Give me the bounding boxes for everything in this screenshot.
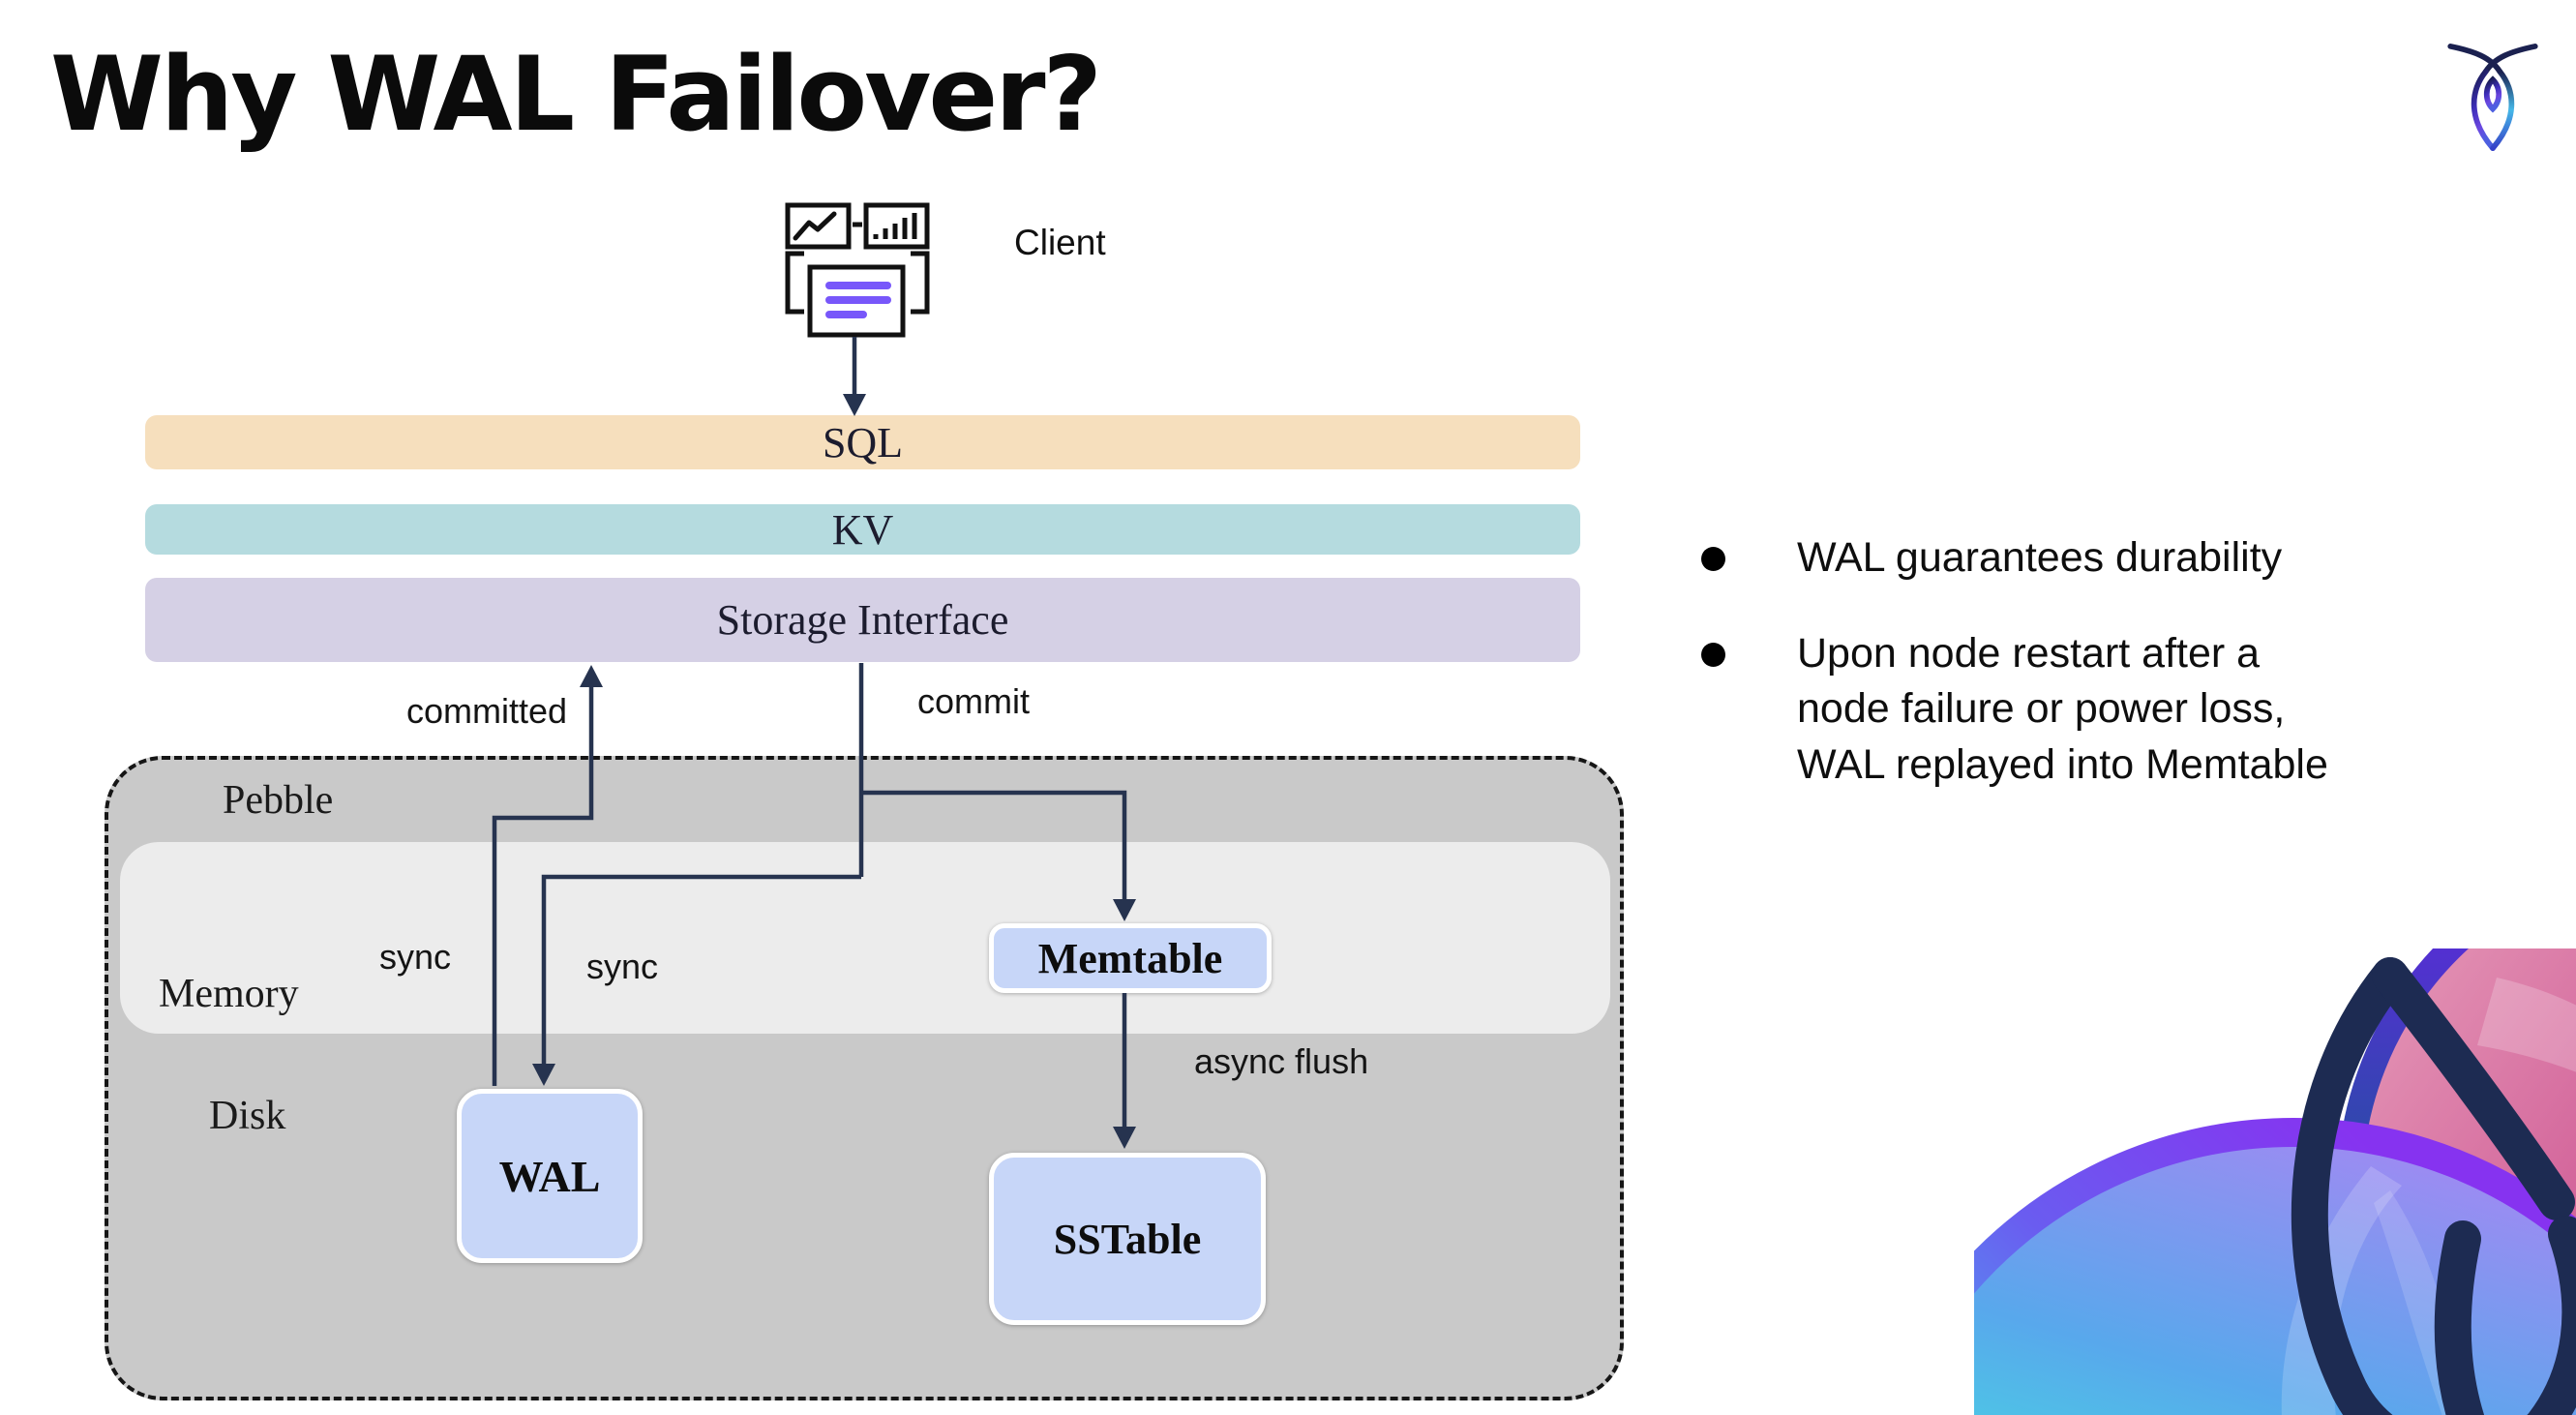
- bullet-dot-icon: [1701, 643, 1725, 668]
- commit-label: commit: [917, 681, 1030, 721]
- wal-label: WAL: [498, 1151, 601, 1201]
- line-chart-icon: [785, 202, 852, 250]
- bullet-text: WAL guarantees durability: [1797, 534, 2283, 581]
- blue-circle: [1974, 1118, 2576, 1415]
- glyph-strokes: [2291, 957, 2576, 1415]
- layer-kv-label: KV: [831, 505, 894, 554]
- arrowhead-committed: [580, 665, 603, 687]
- disk-label: Disk: [209, 1094, 286, 1138]
- pink-petal-highlight: [2477, 978, 2576, 1072]
- list-item: Upon node restart after a node failure o…: [1701, 626, 2572, 793]
- layer-sql-label: SQL: [822, 418, 904, 467]
- blue-petal-highlight: [2374, 1190, 2454, 1415]
- client-icon: [785, 202, 930, 338]
- sync-left-label: sync: [379, 937, 452, 977]
- sstable-box: SSTable: [989, 1153, 1266, 1325]
- memory-label: Memory: [159, 972, 299, 1016]
- client-label: Client: [1014, 223, 1106, 262]
- list-item: WAL guarantees durability: [1701, 530, 2572, 586]
- layer-sql: SQL: [145, 415, 1580, 469]
- memtable-label: Memtable: [1037, 934, 1223, 982]
- pebble-label: Pebble: [223, 778, 334, 823]
- bullet-dot-icon: [1701, 547, 1725, 571]
- bullet-list: WAL guarantees durability Upon node rest…: [1701, 530, 2572, 833]
- layer-storage-interface-label: Storage Interface: [716, 596, 1009, 644]
- memtable-box: Memtable: [989, 923, 1272, 993]
- bar-chart-icon: [863, 202, 930, 250]
- bracket-left: [785, 251, 804, 315]
- cockroachdb-logo-icon: [2447, 44, 2538, 151]
- async-flush-label: async flush: [1194, 1041, 1369, 1081]
- page-title: Why WAL Failover?: [50, 35, 1102, 154]
- bullet-text: Upon node restart after a node failure o…: [1797, 630, 2328, 788]
- layer-storage-interface: Storage Interface: [145, 578, 1580, 662]
- wal-box: WAL: [457, 1089, 643, 1263]
- bracket-right: [911, 251, 930, 315]
- brand-artwork: [1974, 948, 2576, 1415]
- memory-region: [120, 842, 1610, 1034]
- pebble-container: Pebble Memory Disk WAL Memtable SSTable: [105, 756, 1624, 1400]
- blue-petal-highlight: [2281, 1166, 2402, 1415]
- committed-label: committed: [406, 691, 568, 731]
- layer-kv: KV: [145, 504, 1580, 555]
- arrowhead-client-sql: [843, 394, 866, 416]
- sstable-label: SSTable: [1053, 1215, 1202, 1263]
- sync-right-label: sync: [586, 947, 659, 986]
